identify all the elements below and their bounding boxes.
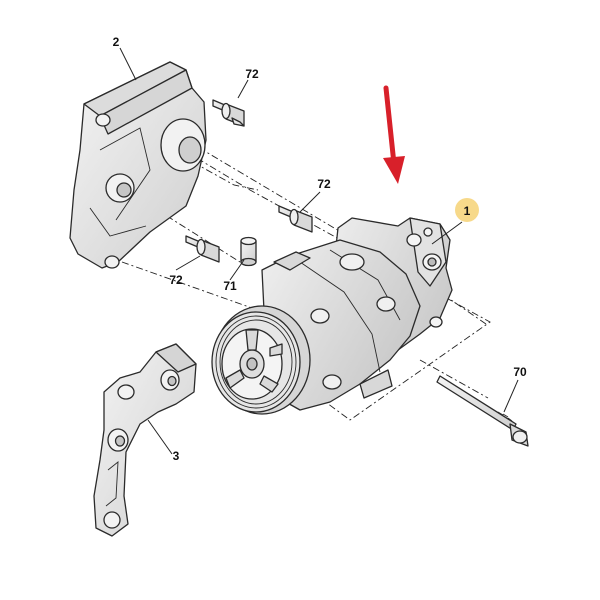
long-bolt-part <box>436 375 529 447</box>
callout-bracket-top: 2 <box>113 35 120 49</box>
highlight-badge <box>455 198 479 222</box>
callout-bolt-mid: 72 <box>317 177 331 191</box>
callout-dowel: 71 <box>223 279 237 293</box>
callout-long-bolt: 70 <box>513 365 527 379</box>
callout-bolt-top: 72 <box>245 67 259 81</box>
bracket-top-part <box>69 61 207 269</box>
compressor-part <box>211 217 453 415</box>
bolt-mid <box>278 205 313 233</box>
bracket-lower-part <box>93 343 197 537</box>
leader-lines <box>119 47 519 455</box>
callout-bolt-left: 72 <box>169 273 183 287</box>
bolt-left <box>185 235 220 263</box>
callout-compressor: 1 <box>464 204 471 218</box>
red-down-arrow-icon <box>383 85 405 184</box>
dowel-part <box>240 236 257 267</box>
bolt-top <box>212 99 245 127</box>
callout-bracket-lower: 3 <box>173 449 180 463</box>
